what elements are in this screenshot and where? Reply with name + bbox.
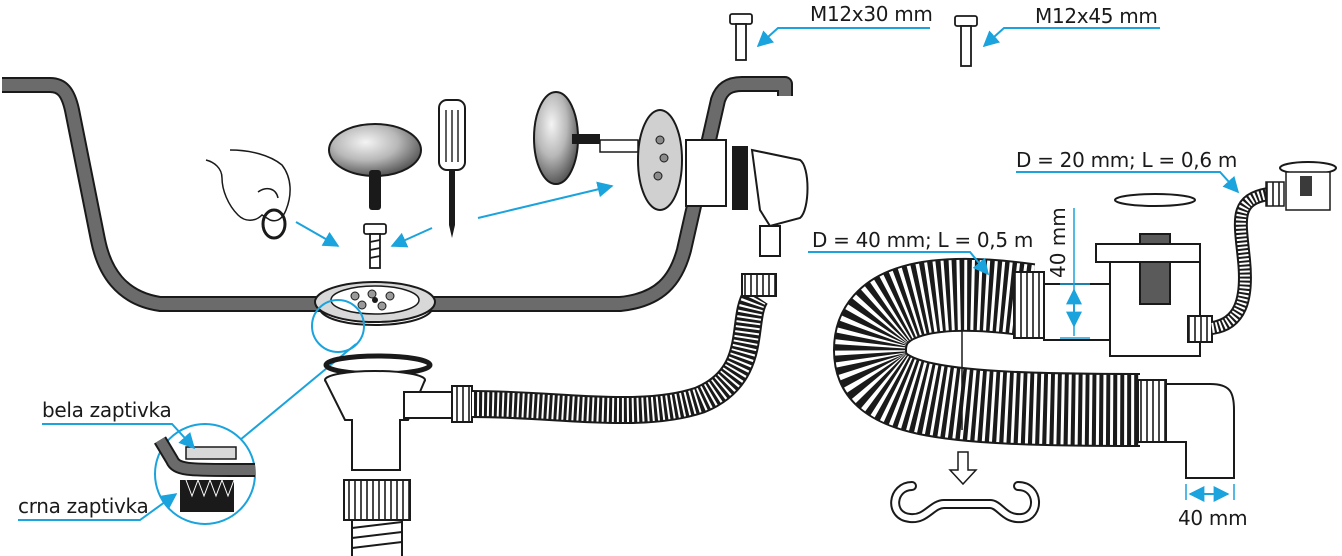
drain-body — [324, 370, 473, 556]
hose-leaders — [808, 171, 1240, 276]
screw-m12x45-icon — [954, 15, 978, 67]
label-black-gasket: crna zaptivka — [18, 494, 149, 518]
strainer-cap — [328, 123, 422, 210]
siphon-assembly — [832, 193, 1235, 479]
hose-clip — [890, 451, 1040, 524]
sink-basin — [2, 76, 793, 312]
label-drain-hose: D = 40 mm; L = 0,5 m — [812, 228, 1034, 252]
hand-illustration — [205, 149, 291, 240]
drain-screw — [363, 223, 387, 269]
screwdriver-icon — [438, 99, 466, 238]
label-pipe-diameter: 40 mm — [1046, 207, 1070, 278]
label-overflow-hose: D = 20 mm; L = 0,6 m — [1016, 148, 1238, 172]
assembly-arrows — [295, 181, 614, 248]
screw-leaders — [756, 27, 1160, 48]
corrugated-hose-left — [471, 273, 777, 425]
gasket-detail-inset — [153, 423, 256, 525]
pipe-diameter-dimension — [1060, 208, 1090, 339]
screw-m12x30-icon — [729, 13, 753, 61]
label-outlet-width: 40 mm — [1178, 506, 1248, 530]
overflow-assembly — [533, 91, 809, 257]
drain-strainer — [314, 281, 436, 326]
gasket-leaders — [18, 423, 196, 521]
label-white-gasket: bela zaptivka — [42, 398, 172, 422]
outlet-width-dimension — [1185, 484, 1235, 502]
overflow-hose-right — [1210, 161, 1337, 335]
label-screw-m12x30: M12x30 mm — [810, 2, 933, 26]
label-screw-m12x45: M12x45 mm — [1035, 4, 1158, 28]
